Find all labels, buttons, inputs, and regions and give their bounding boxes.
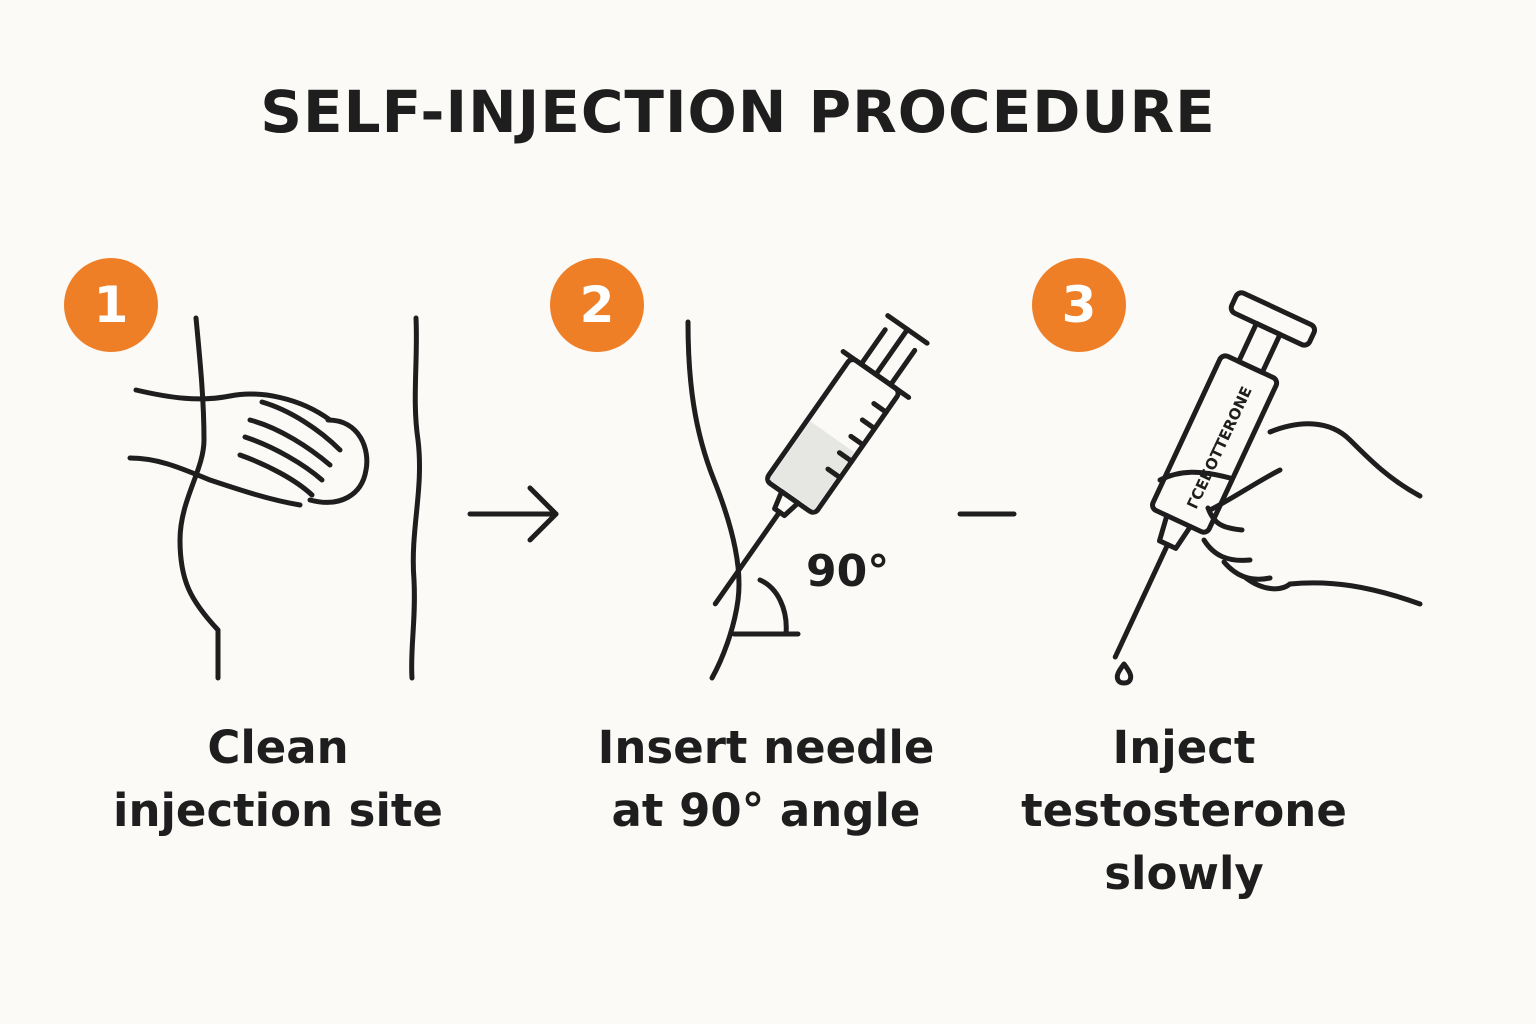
body-curve-illustration	[685, 319, 742, 681]
torso-illustration	[177, 315, 423, 681]
step-1-badge: 1	[64, 258, 158, 352]
arrow-right-icon	[467, 485, 559, 543]
angle-label: 90°	[806, 546, 890, 597]
angle-arc-icon	[731, 577, 801, 637]
page-title: SELF-INJECTION PROCEDURE	[260, 78, 1216, 146]
step-3-caption: Inject testosterone slowly	[964, 716, 1404, 905]
step-3-caption-line: testosterone	[1021, 784, 1347, 837]
syringe-icon	[712, 313, 930, 607]
labeled-syringe-icon	[1112, 290, 1318, 660]
step-1-caption-line: Clean	[207, 721, 349, 774]
step-2-caption: Insert needle at 90° angle	[546, 716, 986, 842]
step-2-badge: 2	[550, 258, 644, 352]
gripping-hand-illustration	[1157, 421, 1423, 607]
cotton-pad-icon	[307, 417, 370, 505]
hand-illustration	[127, 387, 343, 508]
step-1-caption: Clean injection site	[58, 716, 498, 842]
droplet-icon	[1114, 661, 1134, 686]
step-3-badge: 3	[1032, 258, 1126, 352]
step-1-caption-line: injection site	[113, 784, 443, 837]
step-2-caption-line: Insert needle	[597, 721, 935, 774]
step-3-caption-line: slowly	[1104, 847, 1264, 900]
step-3-caption-line: Inject	[1112, 721, 1256, 774]
step-2-caption-line: at 90° angle	[611, 784, 921, 837]
